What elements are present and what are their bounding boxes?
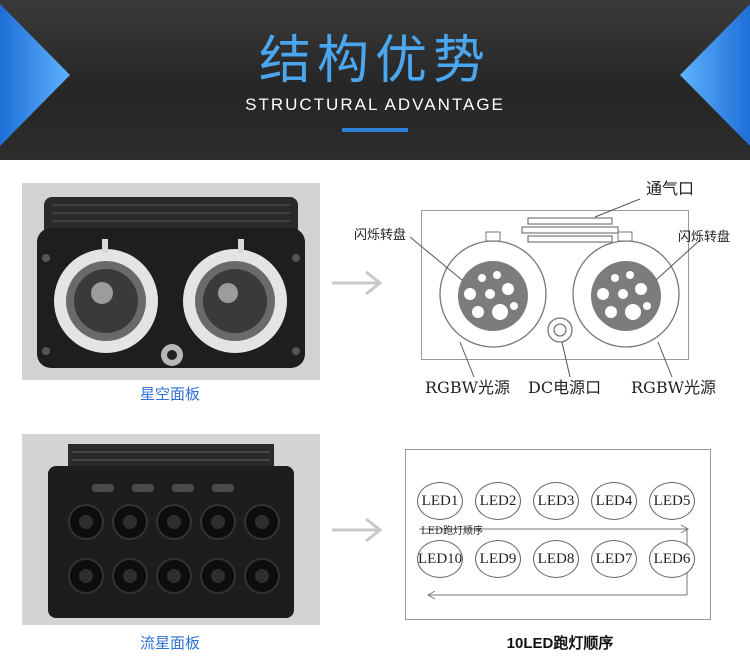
star-panel-caption: 星空面板	[139, 386, 200, 403]
meteor-panel-caption: 流星面板	[139, 635, 200, 652]
led-1: LED1	[417, 482, 463, 520]
led-2: LED2	[475, 482, 521, 520]
title-underline	[342, 128, 408, 132]
star-panel-schematic	[409, 198, 701, 378]
flash-disc-right-label: 闪烁转盘	[678, 230, 731, 245]
led-5: LED5	[649, 482, 695, 520]
star-panel-photo	[22, 183, 320, 380]
led-9: LED9	[475, 540, 521, 578]
banner-decoration	[0, 4, 750, 146]
led-10: LED10	[417, 540, 463, 578]
led-3: LED3	[533, 482, 579, 520]
star-panel-illustration	[22, 183, 320, 380]
led-order-diagram	[405, 449, 711, 620]
led-8: LED8	[533, 540, 579, 578]
dc-port-label: DC电源口	[528, 378, 602, 397]
right-wing-icon	[680, 4, 750, 146]
meteor-panel-illustration	[22, 434, 320, 625]
chevron-arrow-right-icon	[332, 270, 383, 296]
led-4: LED4	[591, 482, 637, 520]
header-banner: 结构优势 STRUCTURAL ADVANTAGE	[0, 0, 750, 160]
chevron-arrow-right-icon	[332, 517, 383, 543]
led-order-title: 10LED跑灯顺序	[506, 635, 614, 652]
flash-disc-left-label: 闪烁转盘	[354, 228, 407, 243]
chase-order-label: LED跑灯顺序	[421, 526, 483, 537]
vent-label: 通气口	[646, 179, 695, 198]
led-order-guides	[419, 524, 690, 600]
left-wing-icon	[0, 4, 70, 146]
led-7: LED7	[591, 540, 637, 578]
page-title: 结构优势	[258, 31, 491, 91]
led-6: LED6	[649, 540, 695, 578]
page-subtitle: STRUCTURAL ADVANTAGE	[245, 95, 505, 114]
rgbw-right-label: RGBW光源	[631, 378, 717, 397]
meteor-panel-photo	[22, 434, 320, 625]
rgbw-left-label: RGBW光源	[425, 378, 511, 397]
